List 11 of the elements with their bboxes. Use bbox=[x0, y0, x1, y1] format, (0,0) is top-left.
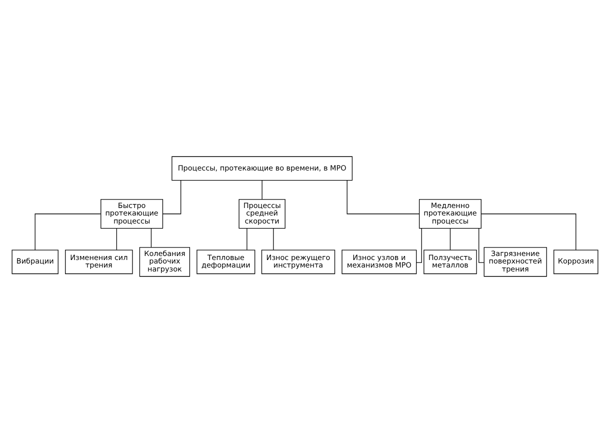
connector bbox=[246, 228, 248, 250]
connector bbox=[480, 214, 576, 250]
connector bbox=[273, 228, 274, 250]
connector bbox=[450, 228, 451, 250]
connector bbox=[34, 214, 101, 250]
connector bbox=[150, 228, 152, 248]
connector bbox=[116, 228, 117, 250]
connector bbox=[162, 180, 182, 214]
connector bbox=[478, 228, 484, 263]
connector bbox=[416, 228, 422, 263]
connector bbox=[346, 180, 420, 214]
